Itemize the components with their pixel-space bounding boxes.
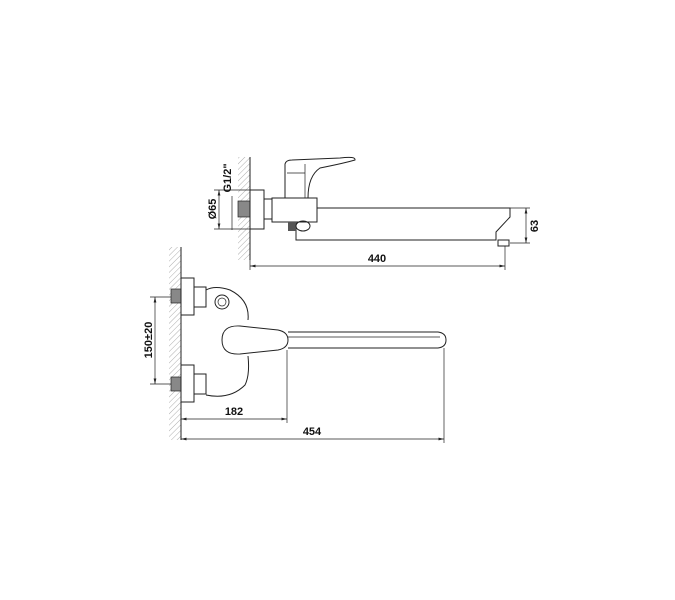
nut [263,198,273,220]
lower-escutcheon [180,364,195,403]
dim-63: 63 [529,220,541,232]
connector-insert [237,200,251,218]
upper-connector-insert [170,288,182,304]
wall-hatch [169,247,181,440]
escutcheon [249,189,265,230]
lever-handle [221,325,289,355]
dim-thread: G1/2" [222,163,234,192]
diverter-knob [214,294,230,310]
dim-440: 440 [368,253,386,265]
lever-handle [284,156,356,199]
spout [288,331,447,349]
mixer-body [271,197,318,223]
dim-182: 182 [225,406,243,418]
dim-150-20: 150±20 [143,322,155,359]
upper-escutcheon [180,277,195,316]
lower-connector-insert [170,376,182,392]
spout [295,207,511,241]
top-view: 440 63 Ø65 G1/2" [207,156,541,270]
dim-454: 454 [303,426,322,438]
diverter [288,222,296,231]
aerator [497,239,510,247]
dim-diameter-65: Ø65 [207,199,219,220]
front-view: 150±20 182 454 [143,247,447,443]
mixer-body [205,287,250,397]
